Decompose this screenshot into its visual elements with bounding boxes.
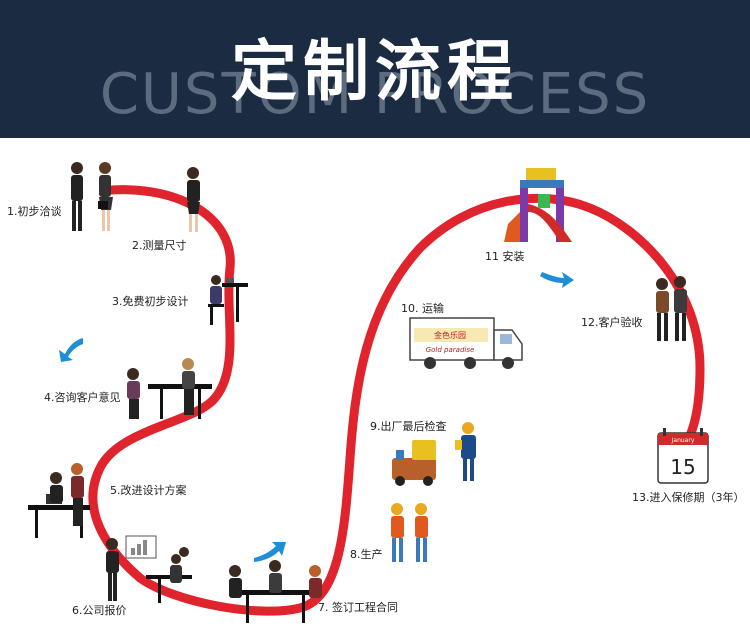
direction-arrow-left xyxy=(59,338,83,362)
step-label-7: 7. 签订工程合同 xyxy=(318,601,398,614)
woman-on-phone-icon xyxy=(187,167,200,232)
step-label-2: 2.测量尺寸 xyxy=(132,239,187,252)
toy-train-inspection-icon xyxy=(392,422,476,486)
step-label-4: 4.咨询客户意见 xyxy=(44,391,121,404)
direction-arrow-right-top xyxy=(540,272,574,288)
step-label-10: 10. 运输 xyxy=(401,302,444,315)
customer-acceptance-icon xyxy=(656,276,687,341)
playground-equipment-icon xyxy=(504,168,572,242)
direction-arrow-right-bottom xyxy=(254,542,286,562)
step-label-9: 9.出厂最后检查 xyxy=(370,420,447,433)
meeting-table-icon xyxy=(127,358,212,419)
contract-signing-icon xyxy=(229,560,322,623)
step-label-11: 11 安装 xyxy=(485,250,525,263)
header-subtitle: CUSTOM PROCESS xyxy=(99,62,651,127)
design-review-icon xyxy=(28,463,90,538)
process-diagram: 金色乐园 Gold paradise xyxy=(0,138,750,639)
delivery-truck-icon xyxy=(409,317,523,369)
calendar-day: 15 xyxy=(670,455,695,479)
step-label-12: 12.客户验收 xyxy=(581,316,643,329)
step-label-5: 5.改进设计方案 xyxy=(110,484,187,497)
step-label-8: 8.生产 xyxy=(350,548,383,561)
header-banner: CUSTOM PROCESS 定制流程 xyxy=(0,0,750,138)
step-label-1: 1.初步洽谈 xyxy=(7,205,62,218)
step-label-3: 3.免费初步设计 xyxy=(112,295,189,308)
truck-brand-en: Gold paradise xyxy=(426,346,475,354)
calendar-icon xyxy=(657,428,709,484)
signing-meeting-icon xyxy=(146,547,192,603)
handshake-people-icon xyxy=(71,162,113,231)
step-label-13: 13.进入保修期（3年） xyxy=(632,491,745,504)
process-flow-svg: 金色乐园 Gold paradise xyxy=(28,162,709,623)
step-label-6: 6.公司报价 xyxy=(72,604,127,617)
truck-brand-cn: 金色乐园 xyxy=(434,330,466,340)
factory-workers-icon xyxy=(391,503,428,562)
presentation-board-icon xyxy=(106,535,157,601)
header-title: 定制流程 xyxy=(231,33,519,110)
calendar-month: January xyxy=(671,437,695,444)
person-at-desk-icon xyxy=(208,275,248,325)
